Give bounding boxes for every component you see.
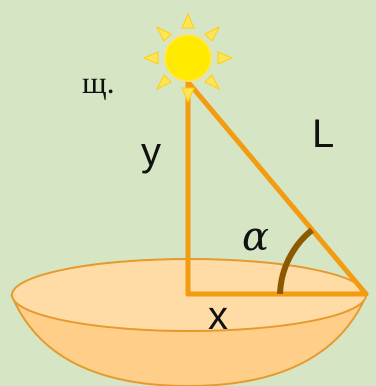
hypotenuse-L [185,79,369,297]
label-x: x [208,294,228,338]
label-alpha: α [242,214,270,260]
fragment-text: щ. [82,64,115,100]
sun-icon [142,12,234,104]
label-L: L [312,112,335,156]
label-y: y [141,130,161,174]
angle-arc [277,227,314,295]
